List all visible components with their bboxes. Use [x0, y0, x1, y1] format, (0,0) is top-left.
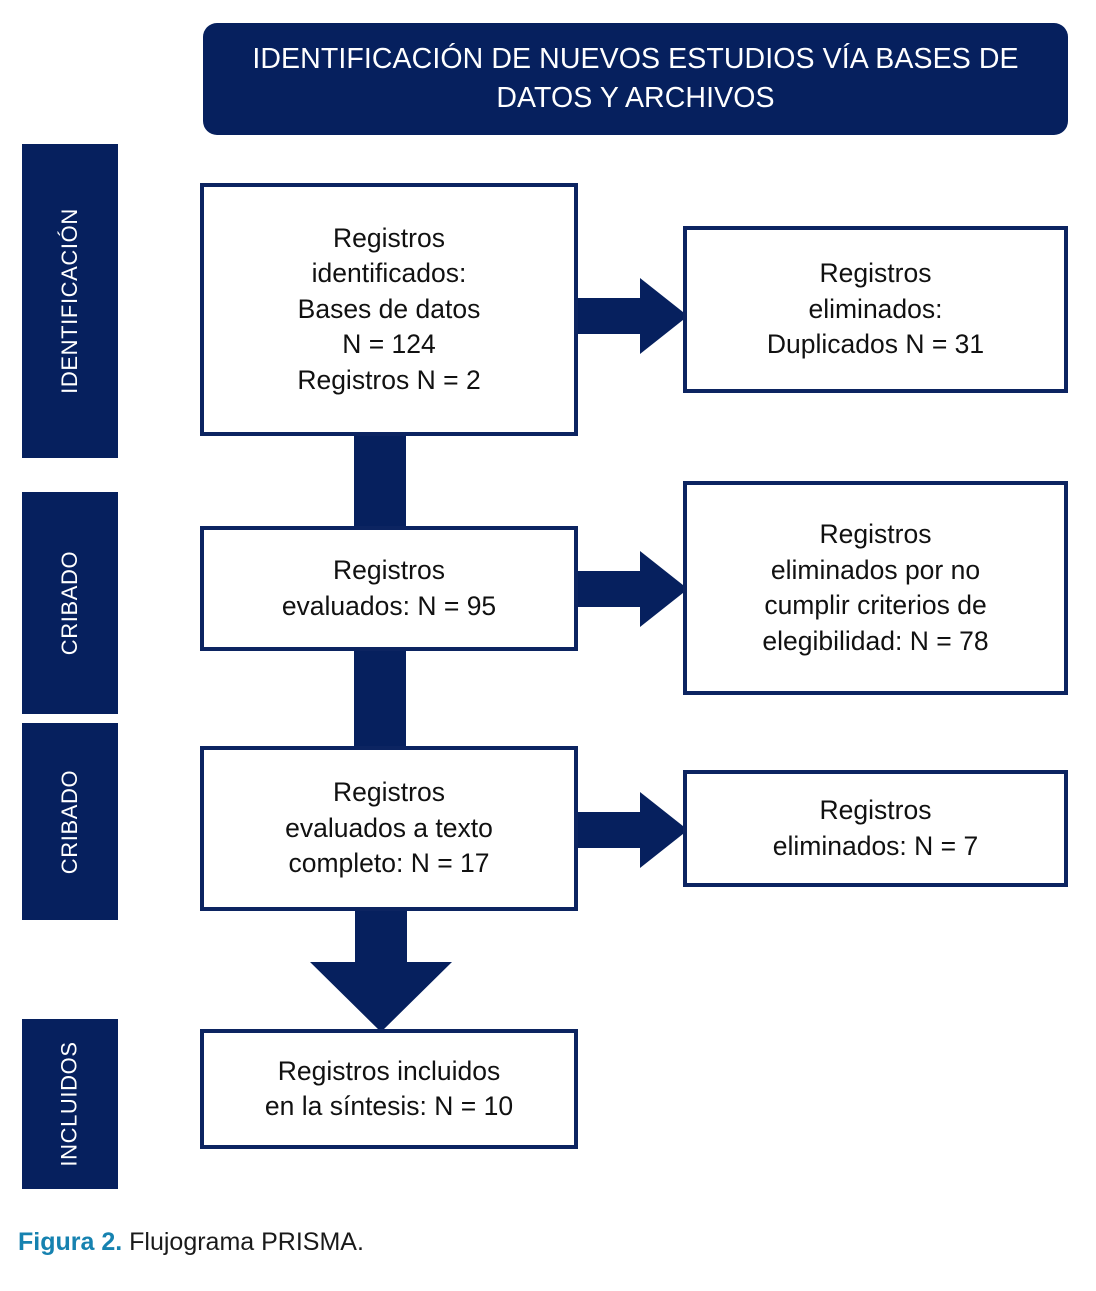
box-line: Registros	[819, 258, 932, 289]
box-line: evaluados: N = 95	[281, 590, 497, 621]
box-line: eliminados: N = 7	[772, 830, 979, 861]
box-registros-identificados-text: Registros identificados: Bases de datos …	[297, 221, 480, 399]
box-line: Registros	[819, 519, 932, 549]
box-line: Registros	[333, 777, 445, 808]
connector-identified-to-screened	[354, 432, 406, 542]
box-line: en la síntesis: N = 10	[264, 1091, 514, 1121]
stage-bar-incluidos: INCLUIDOS	[22, 1019, 118, 1189]
stage-bar-cribado-2: CRIBADO	[22, 723, 118, 920]
box-line: Registros N = 2	[297, 364, 481, 395]
box-line: N = 124	[342, 329, 436, 360]
box-registros-evaluados-texto-completo-text: Registros evaluados a texto completo: N …	[285, 775, 493, 882]
figure-caption-text: Flujograma PRISMA.	[122, 1228, 364, 1256]
box-registros-incluidos: Registros incluidos en la síntesis: N = …	[200, 1029, 578, 1149]
diagram-header-title: IDENTIFICACIÓN DE NUEVOS ESTUDIOS VÍA BA…	[252, 43, 1019, 114]
stage-bar-cribado-1: CRIBADO	[22, 492, 118, 714]
stage-bar-label-identificacion: IDENTIFICACIÓN	[57, 208, 82, 394]
box-registros-evaluados: Registros evaluados: N = 95	[200, 526, 578, 651]
box-line: Registros	[819, 795, 932, 825]
connector-fulltext-to-included-arrow	[310, 900, 452, 1035]
box-line: Registros	[333, 222, 445, 253]
connector-screened-to-excluded-arrow	[568, 551, 688, 627]
box-line: cumplir criterios de	[764, 590, 987, 620]
box-registros-eliminados-texto-completo-text: Registros eliminados: N = 7	[773, 793, 978, 864]
box-registros-eliminados-duplicados-text: Registros eliminados: Duplicados N = 31	[767, 256, 984, 363]
figure-caption: Figura 2. Flujograma PRISMA.	[18, 1228, 364, 1257]
box-line: eliminados por no	[770, 554, 981, 585]
box-line: Duplicados N = 31	[766, 329, 985, 360]
box-registros-eliminados-duplicados: Registros eliminados: Duplicados N = 31	[683, 226, 1068, 393]
connector-screened-to-fulltext	[354, 640, 406, 750]
box-registros-evaluados-text: Registros evaluados: N = 95	[282, 553, 496, 624]
stage-bar-label-incluidos: INCLUIDOS	[57, 1041, 83, 1167]
diagram-header-banner: IDENTIFICACIÓN DE NUEVOS ESTUDIOS VÍA BA…	[203, 23, 1068, 135]
box-line: identificados:	[311, 258, 467, 289]
box-line: Bases de datos	[297, 293, 481, 324]
box-registros-eliminados-texto-completo: Registros eliminados: N = 7	[683, 770, 1068, 887]
box-registros-identificados: Registros identificados: Bases de datos …	[200, 183, 578, 436]
stage-bar-label-cribado-1: CRIBADO	[57, 550, 82, 656]
box-registros-eliminados-elegibilidad-text: Registros eliminados por no cumplir crit…	[762, 517, 988, 659]
connector-identified-to-duplicates-arrow	[568, 278, 688, 354]
stage-bar-label-cribado-2: CRIBADO	[57, 769, 82, 874]
connector-fulltext-to-excluded-arrow	[568, 792, 688, 868]
box-line: completo: N = 17	[288, 848, 490, 879]
box-line: elegibilidad: N = 78	[762, 625, 989, 656]
box-line: eliminados:	[808, 293, 943, 324]
box-line: Registros	[333, 555, 445, 585]
box-registros-evaluados-texto-completo: Registros evaluados a texto completo: N …	[200, 746, 578, 911]
stage-bar-identificacion: IDENTIFICACIÓN	[22, 144, 118, 458]
box-line: evaluados a texto	[285, 812, 493, 843]
figure-caption-label: Figura 2.	[18, 1228, 123, 1256]
box-line: Registros incluidos	[277, 1055, 501, 1086]
box-registros-eliminados-elegibilidad: Registros eliminados por no cumplir crit…	[683, 481, 1068, 695]
box-registros-incluidos-text: Registros incluidos en la síntesis: N = …	[265, 1054, 513, 1125]
